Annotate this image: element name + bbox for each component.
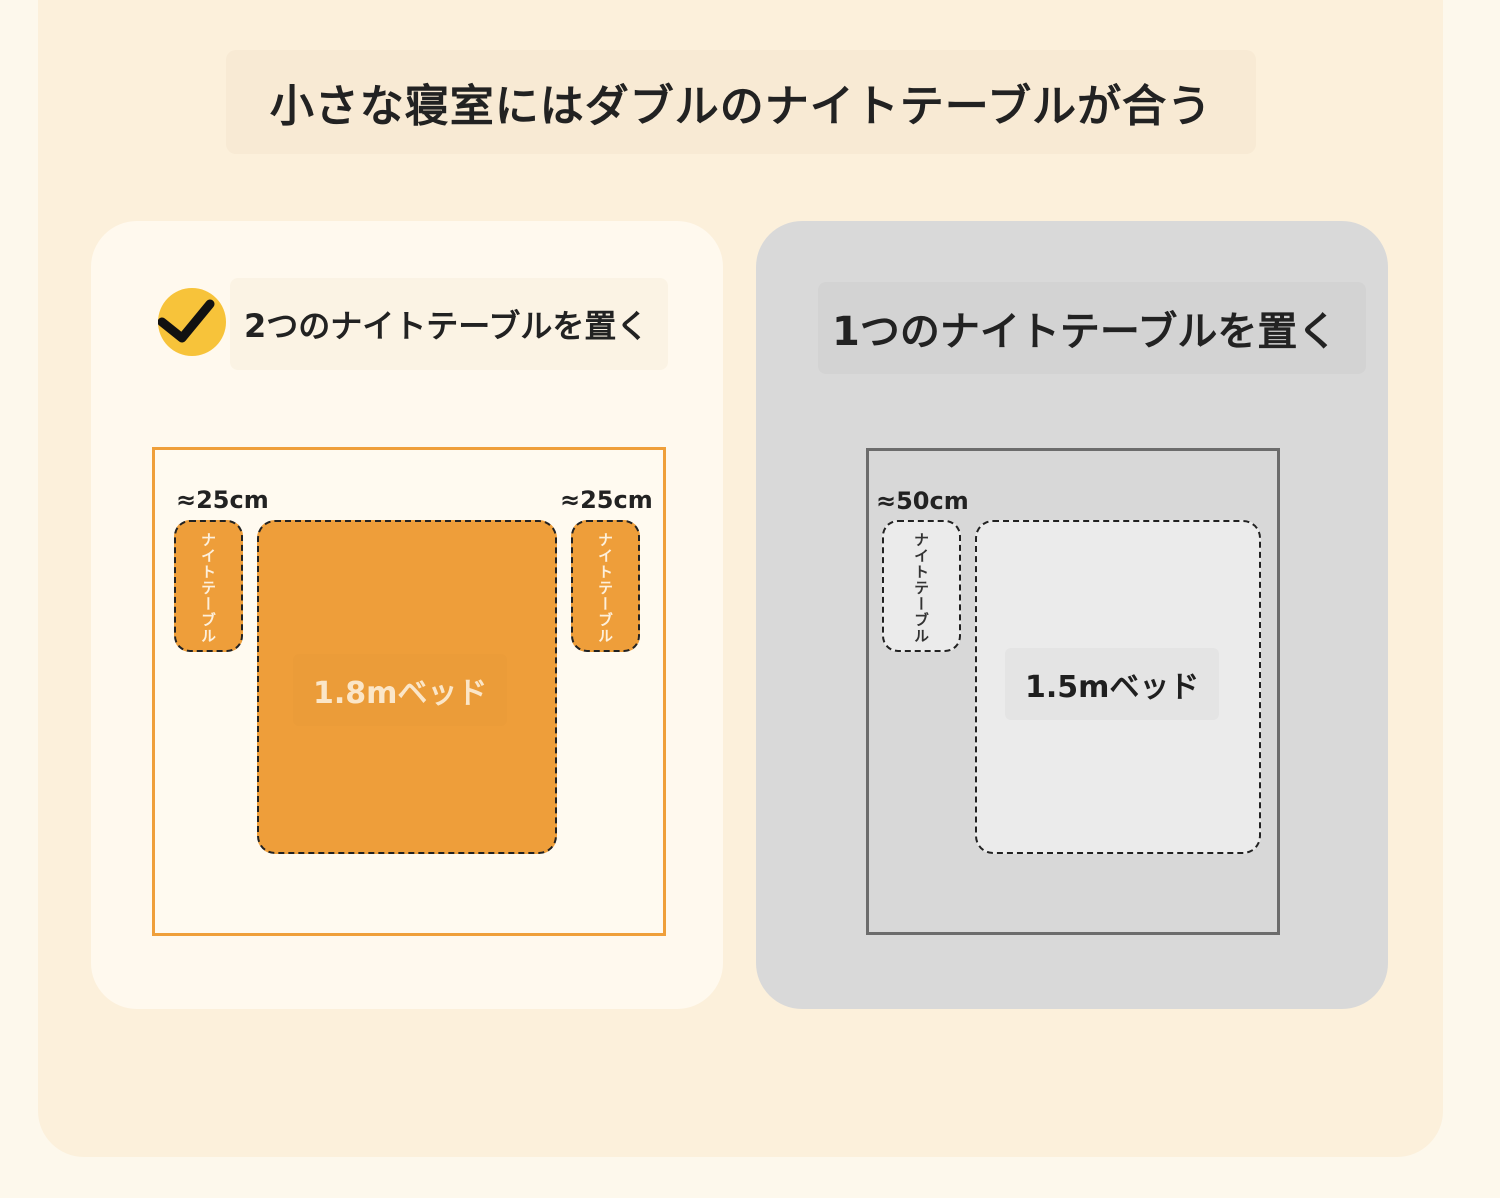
bed-label: 1.5mベッド — [1005, 648, 1220, 720]
left-option-heading: 2つのナイトテーブルを置く — [230, 278, 668, 370]
bed-double: 1.8mベッド — [257, 520, 557, 854]
nightstand-label: ナイトテーブル — [596, 532, 614, 644]
nightstand-label: ナイトテーブル — [912, 532, 930, 644]
nightstand-right-dimension: ≈25cm — [560, 486, 653, 514]
bed-label: 1.8mベッド — [293, 654, 508, 726]
nightstand-right: ナイトテーブル — [571, 520, 640, 652]
single-nightstand: ナイトテーブル — [882, 520, 961, 652]
page-title: 小さな寝室にはダブルのナイトテーブルが合う — [226, 50, 1256, 154]
bed-single: 1.5mベッド — [975, 520, 1261, 854]
nightstand-left-dimension: ≈25cm — [176, 486, 269, 514]
right-option-heading: 1つのナイトテーブルを置く — [818, 282, 1366, 374]
nightstand-label: ナイトテーブル — [199, 532, 217, 644]
checkmark-icon — [158, 288, 226, 356]
nightstand-left: ナイトテーブル — [174, 520, 243, 652]
single-nightstand-dimension: ≈50cm — [876, 487, 969, 515]
